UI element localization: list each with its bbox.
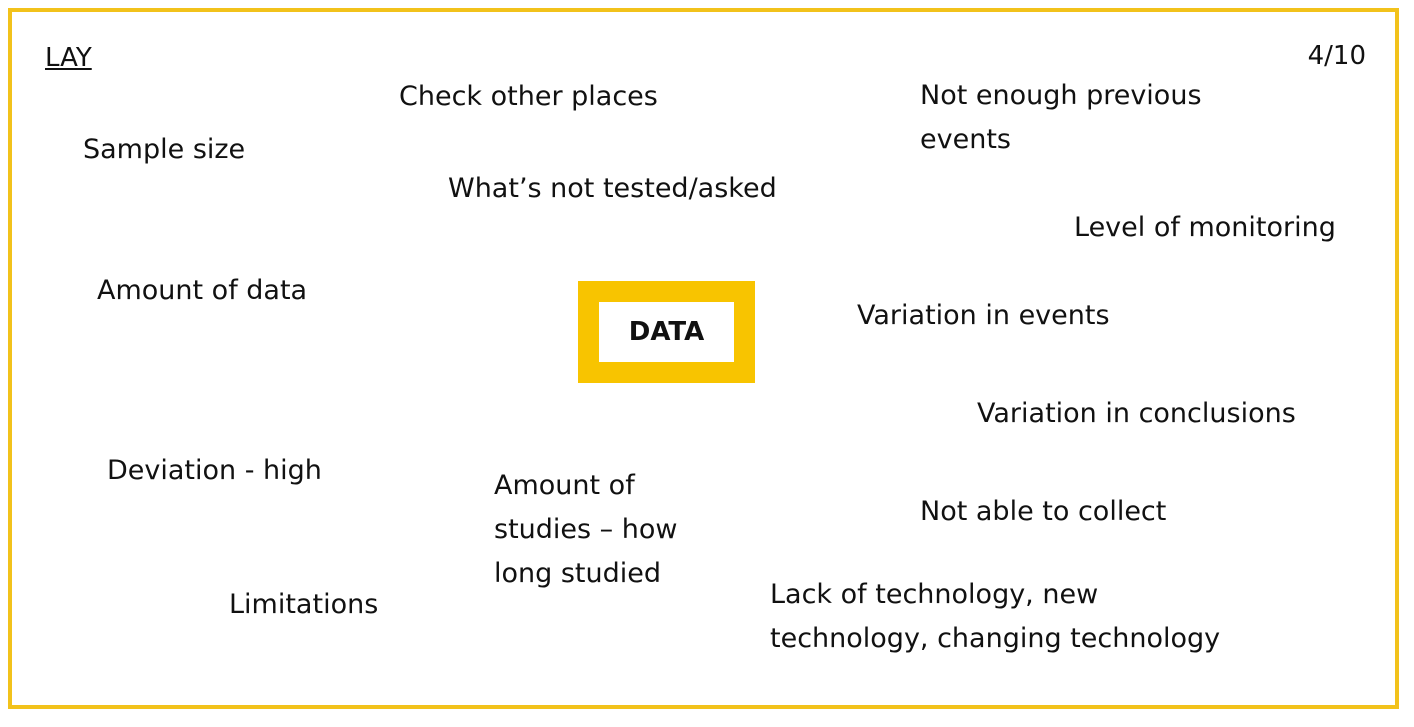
concept-limitations: Limitations (229, 589, 379, 620)
center-label: DATA (628, 317, 705, 347)
concept-variation-in-events: Variation in events (857, 300, 1110, 331)
concept-sample-size: Sample size (83, 134, 246, 165)
concept-variation-in-conclusions: Variation in conclusions (977, 398, 1296, 429)
concept-deviation-high: Deviation - high (107, 455, 322, 486)
concept-amount-of-studies: Amount of studies – how long studied (494, 470, 678, 589)
concept-amount-of-data: Amount of data (97, 275, 308, 306)
concept-not-enough-previous-events: Not enough previous events (920, 80, 1202, 155)
concept-whats-not-tested: What’s not tested/asked (448, 173, 777, 204)
center-node: DATA (578, 281, 755, 383)
header-label: LAY (45, 43, 92, 73)
concept-lack-of-technology: Lack of technology, new technology, chan… (770, 579, 1221, 654)
concept-check-other-places: Check other places (399, 81, 658, 112)
concept-level-of-monitoring: Level of monitoring (1074, 212, 1336, 243)
page-count: 4/10 (1307, 41, 1366, 71)
concept-not-able-to-collect: Not able to collect (920, 496, 1167, 527)
